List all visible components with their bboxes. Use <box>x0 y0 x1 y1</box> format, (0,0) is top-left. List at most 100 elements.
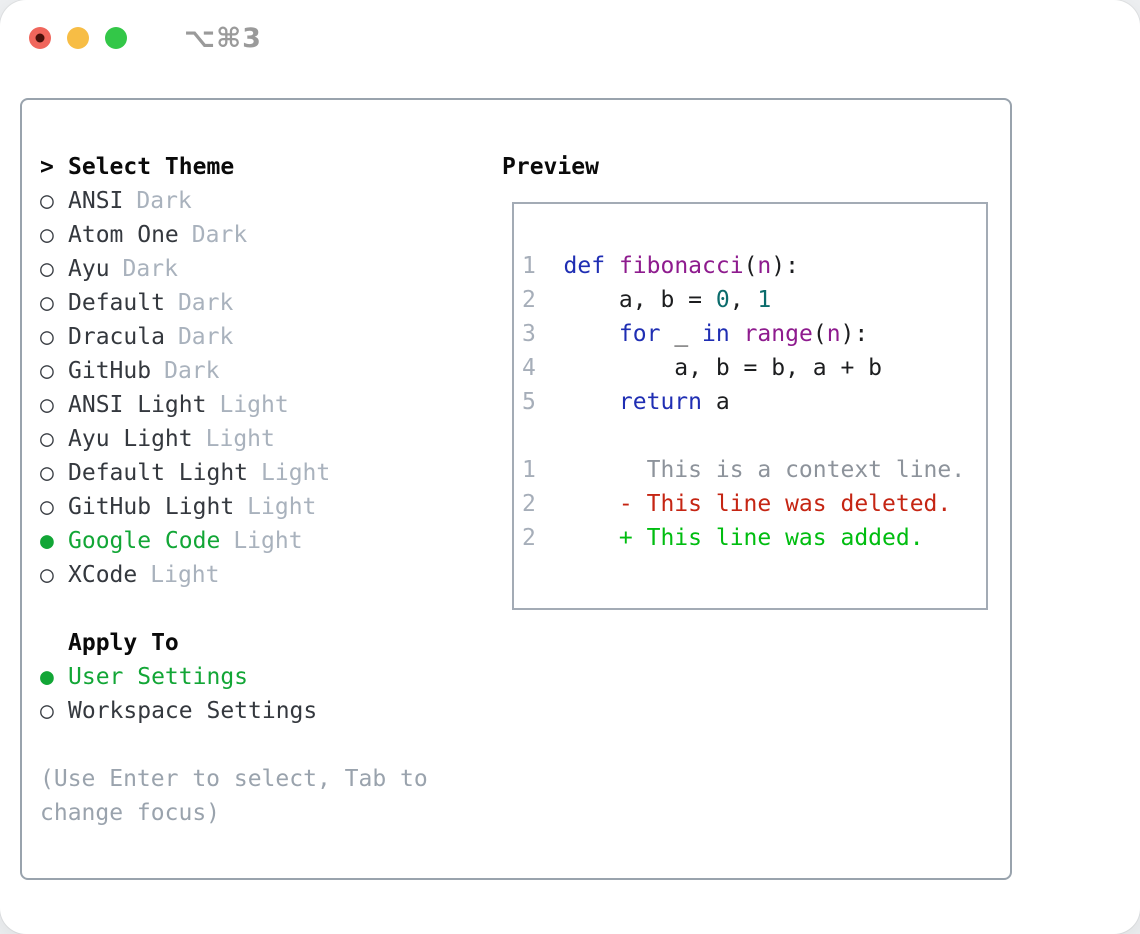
close-dot-icon <box>35 33 45 43</box>
theme-name: GitHub <box>68 358 152 384</box>
theme-item-atom-one-dark[interactable]: ○ Atom One Dark <box>40 218 490 252</box>
apply-to-title: Apply To <box>68 630 179 656</box>
code-token-lit: 1 <box>757 287 772 313</box>
radio-unselected-icon: ○ <box>40 188 54 214</box>
apply-option-label: User Settings <box>68 664 249 690</box>
code-token-pln <box>564 525 619 551</box>
code-line: 4 a, b = b, a + b <box>522 355 986 389</box>
traffic-light-zoom-button[interactable] <box>105 27 127 49</box>
code-token-pln <box>605 253 619 279</box>
code-token-ctx: This is a context line. <box>563 457 966 483</box>
theme-name: Ayu <box>68 256 110 282</box>
radio-unselected-icon: ○ <box>40 290 54 316</box>
theme-name: GitHub Light <box>68 494 235 520</box>
keyboard-hint: (Use Enter to select, Tab to change focu… <box>40 766 428 826</box>
code-token-pln: _ <box>660 321 703 347</box>
theme-name: ANSI <box>68 188 124 214</box>
window-title: ⌥⌘3 <box>184 22 262 54</box>
theme-name: XCode <box>68 562 138 588</box>
code-line: 2 + This line was added. <box>522 525 986 559</box>
theme-item-default-light-light[interactable]: ○ Default Light Light <box>40 456 490 490</box>
theme-variant-badge: Light <box>261 460 331 486</box>
apply-to-header: Apply To <box>40 626 490 660</box>
code-line: 1 This is a context line. <box>522 457 986 491</box>
line-number: 5 <box>522 389 536 415</box>
code-token-fn: n <box>826 321 841 347</box>
code-token-kw: def <box>563 253 606 279</box>
traffic-light-close-button[interactable] <box>29 27 51 49</box>
code-line: 2 a, b = 0, 1 <box>522 287 986 321</box>
code-token-add: + This line was added. <box>618 525 924 551</box>
theme-name: Default Light <box>68 460 249 486</box>
code-token-fn: range <box>743 321 813 347</box>
theme-name: ANSI Light <box>68 392 207 418</box>
line-number: 4 <box>522 355 536 381</box>
line-number: 2 <box>522 287 536 313</box>
radio-unselected-icon: ○ <box>40 460 54 486</box>
theme-variant-badge: Dark <box>164 358 220 384</box>
line-number: 2 <box>522 525 536 551</box>
code-line: 2 - This line was deleted. <box>522 491 986 525</box>
line-number: 1 <box>522 253 536 279</box>
theme-variant-badge: Light <box>219 392 289 418</box>
radio-unselected-icon: ○ <box>40 222 54 248</box>
radio-selected-icon: ● <box>40 664 54 690</box>
theme-variant-badge: Light <box>233 528 303 554</box>
radio-unselected-icon: ○ <box>40 358 54 384</box>
code-token-pln: ): <box>771 253 799 279</box>
titlebar: ⌥⌘3 <box>29 23 262 54</box>
code-line: 3 for _ in range(n): <box>522 321 986 355</box>
theme-item-github-dark[interactable]: ○ GitHub Dark <box>40 354 490 388</box>
code-token-pln <box>564 491 619 517</box>
radio-unselected-icon: ○ <box>40 426 54 452</box>
theme-name: Ayu Light <box>68 426 193 452</box>
code-token-pln: ( <box>743 253 758 279</box>
theme-item-default-dark[interactable]: ○ Default Dark <box>40 286 490 320</box>
code-token-pln: ( <box>812 321 827 347</box>
code-token-fn: fibonacci <box>618 253 744 279</box>
line-number: 2 <box>522 491 536 517</box>
apply-to-options: ● User Settings ○Workspace Settings <box>40 660 490 728</box>
radio-selected-icon: ● <box>40 528 54 554</box>
theme-list-header: > Select Theme <box>40 150 490 184</box>
theme-name: Default <box>68 290 165 316</box>
code-token-kw: in <box>702 321 730 347</box>
radio-unselected-icon: ○ <box>40 256 54 282</box>
theme-variant-badge: Light <box>247 494 317 520</box>
preview-title: Preview <box>502 154 599 180</box>
theme-item-google-code-light[interactable]: ● Google Code Light <box>40 524 490 558</box>
theme-item-ayu-dark[interactable]: ○ Ayu Dark <box>40 252 490 286</box>
theme-variant-badge: Dark <box>177 324 234 350</box>
code-token-pln: a, b = b, a + b <box>563 355 883 381</box>
apply-option-user-settings[interactable]: ● User Settings <box>40 660 490 694</box>
theme-variant-badge: Light <box>150 562 220 588</box>
code-token-pln <box>730 321 744 347</box>
radio-unselected-icon: ○ <box>40 698 54 724</box>
theme-variant-badge: Dark <box>177 290 234 316</box>
radio-unselected-icon: ○ <box>40 324 54 350</box>
theme-variant-badge: Dark <box>191 222 248 248</box>
radio-unselected-icon: ○ <box>40 392 54 418</box>
code-token-kw: for <box>618 321 661 347</box>
theme-name: Atom One <box>68 222 179 248</box>
traffic-light-minimize-button[interactable] <box>67 27 89 49</box>
apply-option-workspace-settings[interactable]: ○Workspace Settings <box>40 694 490 728</box>
theme-variant-badge: Dark <box>122 256 178 282</box>
theme-list-title: Select Theme <box>68 154 235 180</box>
code-token-pln: , <box>729 287 758 313</box>
code-line: 5 return a <box>522 389 986 423</box>
theme-name: Google Code <box>68 528 221 554</box>
theme-item-ansi-light-light[interactable]: ○ ANSI Light Light <box>40 388 490 422</box>
code-token-pln <box>564 389 619 415</box>
